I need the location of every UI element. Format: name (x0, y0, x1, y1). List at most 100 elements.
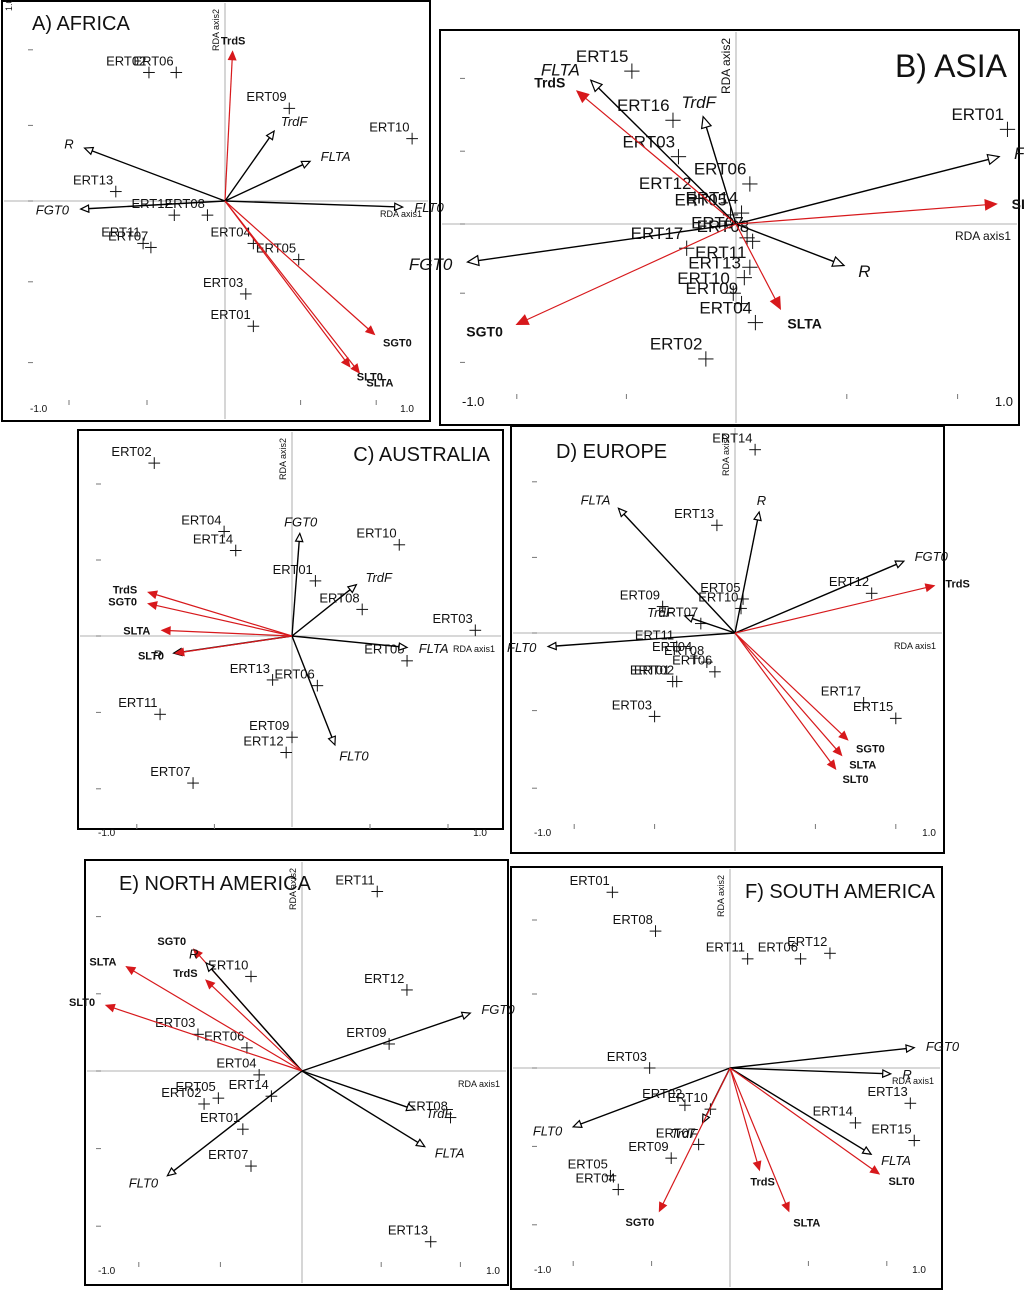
vector-label: SLT0 (888, 1176, 914, 1188)
vector-label: SLT0 (138, 650, 164, 662)
vector-line (735, 204, 986, 225)
vector-line (585, 97, 737, 225)
sample-point: ERT09 (686, 279, 750, 312)
vector-label: SGT0 (383, 338, 412, 350)
vector-arrowhead (205, 961, 216, 973)
vector-line (623, 513, 736, 634)
vector-label: TrdF (681, 93, 717, 112)
point-label: ERT09 (246, 89, 286, 104)
point-label: ERT16 (617, 96, 670, 115)
sample-point: ERT01 (630, 662, 679, 688)
sample-point: ERT09 (346, 1025, 395, 1050)
point-label: ERT05 (700, 580, 740, 595)
vector-arrowhead (984, 199, 998, 211)
environment-vector: SLTA (123, 625, 293, 637)
point-label: ERT11 (118, 695, 157, 710)
vector-arrowhead (752, 1160, 762, 1172)
point-label: ERT12 (364, 971, 404, 986)
environment-vector: FLT0 (735, 144, 1024, 225)
vector-arrowhead (658, 1201, 668, 1213)
point-label: ERT06 (204, 1029, 244, 1044)
point-label: ERT10 (369, 119, 409, 134)
sample-point: ERT13 (388, 1223, 437, 1248)
panel-frame (510, 425, 945, 854)
vector-arrowhead (769, 295, 781, 311)
point-label: ERT05 (256, 240, 296, 255)
x-max-label: 1.0 (995, 394, 1013, 409)
sample-point: ERT03 (203, 275, 252, 300)
sample-point: ERT15 (871, 1121, 921, 1147)
vector-line (301, 1015, 463, 1072)
environment-vector: TrdF (681, 93, 737, 225)
vector-line (734, 632, 843, 735)
environment-vector: TrdF (291, 570, 393, 637)
vector-line (692, 617, 736, 634)
environment-vector: R (734, 493, 766, 634)
environment-vector: FGT0 (36, 200, 226, 217)
vector-arrowhead (327, 735, 336, 747)
vector-label: TrdF (671, 1126, 699, 1141)
x-axis-label: RDA axis1 (955, 229, 1011, 243)
panel-title: B) ASIA (895, 48, 1008, 84)
vector-label: R (757, 493, 766, 508)
point-label: ERT10 (208, 957, 248, 972)
point-label: ERT11 (706, 940, 745, 955)
point-label: ERT01 (211, 307, 251, 322)
vector-label: TrdF (426, 1106, 454, 1121)
point-label: ERT10 (698, 589, 738, 604)
x-axis-label: RDA axis1 (892, 1076, 934, 1086)
sample-point: ERT10 (208, 957, 257, 983)
vector-arrowhead (147, 590, 158, 600)
point-label: ERT01 (273, 562, 313, 577)
vector-line (301, 1070, 408, 1108)
point-label: ERT02 (161, 1085, 201, 1100)
vector-arrowhead (466, 254, 480, 267)
vector-line (301, 1070, 419, 1144)
sample-point: ERT07 (656, 1125, 705, 1151)
vector-label: TrdS (113, 584, 137, 596)
sample-point: ERT13 (867, 1084, 917, 1110)
point-label: ERT06 (672, 653, 712, 668)
vector-arrowhead (515, 314, 530, 325)
vector-arrowhead (340, 357, 351, 368)
vector-arrowhead (571, 1119, 583, 1129)
vector-line (734, 632, 832, 763)
vector-label: FLT0 (414, 200, 444, 215)
point-label: ERT10 (677, 269, 730, 288)
vector-line (729, 1047, 907, 1069)
vector-arrowhead (346, 583, 358, 594)
sample-point: ERT03 (432, 611, 482, 637)
point-label: ERT06 (694, 160, 747, 179)
vector-line (224, 164, 304, 202)
point-label: ERT12 (787, 934, 827, 949)
x-axis-label: RDA axis1 (453, 644, 495, 654)
environment-vector: FLTA (291, 635, 449, 656)
environment-vector: R (189, 947, 303, 1072)
vector-line (734, 632, 837, 750)
vector-line (224, 200, 395, 208)
vector-arrowhead (83, 146, 95, 156)
vector-arrowhead (205, 979, 216, 990)
x-min-label: -1.0 (98, 828, 116, 839)
panel-frame (77, 429, 504, 830)
environment-vector: SLTA (224, 200, 394, 389)
vector-line (183, 635, 293, 653)
environment-vector: SLTA (89, 956, 303, 1072)
environment-vector: TrdS (534, 74, 737, 225)
sample-point: ERT17 (821, 684, 870, 709)
point-label: ERT03 (155, 1015, 195, 1030)
point-label: ERT12 (243, 733, 283, 748)
point-label: ERT05 (176, 1079, 216, 1094)
x-min-label: -1.0 (534, 1265, 552, 1276)
vector-label: FLT0 (507, 640, 537, 655)
environment-vector: FLT0 (507, 632, 736, 655)
point-label: ERT02 (106, 53, 146, 68)
x-max-label: 1.0 (473, 828, 487, 839)
point-label: ERT07 (656, 1125, 696, 1140)
vector-label: SGT0 (466, 324, 503, 340)
vector-arrowhead (881, 1069, 893, 1079)
vector-arrowhead (460, 1011, 472, 1021)
sample-point: ERT17 (631, 224, 695, 256)
